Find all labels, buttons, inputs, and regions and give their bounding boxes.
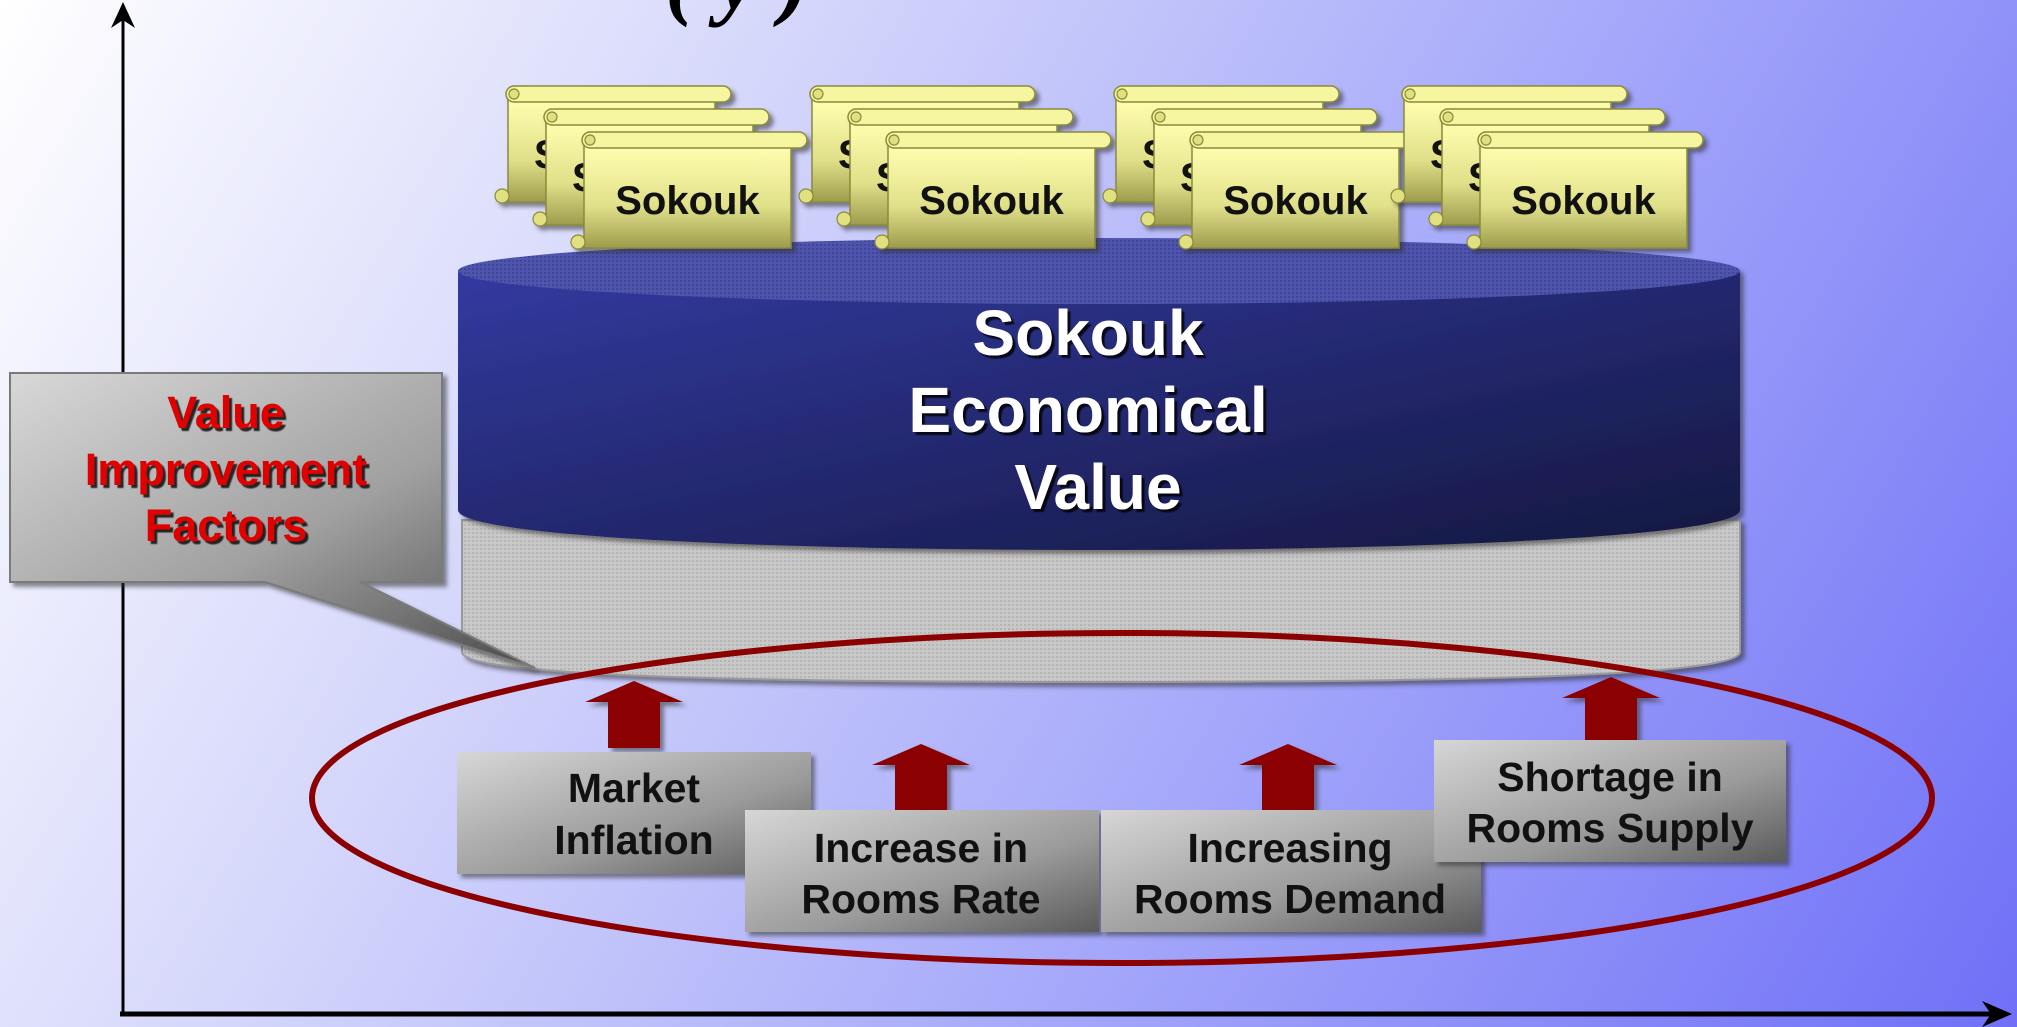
scroll-stack-3: SSSokouk [1102,85,1416,250]
factor-box-rooms-rate: Increase in Rooms Rate [745,810,1099,932]
factor-4-line2: Rooms Supply [1466,805,1753,851]
factor-box-rooms-supply: Shortage in Rooms Supply [1434,740,1786,862]
factor-1-line2: Inflation [554,817,713,863]
factor-4-line1: Shortage in [1497,754,1723,800]
scroll-label: Sokouk [919,179,1064,223]
scroll-front [874,131,1112,250]
cylinder-label: Sokouk Economical Value [908,297,1267,523]
factor-2-line1: Increase in [814,825,1028,871]
callout [9,372,536,669]
factors-ellipse [309,630,1935,966]
scroll-label: Sokouk [1511,179,1656,223]
cylinder-title-line1: Sokouk [972,297,1204,369]
factor-box-rooms-demand: Increasing Rooms Demand [1101,810,1481,932]
arrow-up-1 [585,681,683,748]
scroll-stacks: SSSokoukSSSokoukSSSokoukSSSokouk [494,85,1704,250]
callout-line2: Improvement [85,444,368,495]
scroll-label: Sokouk [615,179,760,223]
scroll-front [1466,131,1704,250]
factor-3-line1: Increasing [1187,825,1392,871]
scroll-stack-4: SSSokouk [1390,85,1704,250]
cylinder-base [461,519,1741,684]
callout-line3: Factors [145,500,308,551]
scroll-label: Sokouk [1223,179,1368,223]
arrow-up-4 [1562,677,1660,741]
factor-2-line2: Rooms Rate [801,876,1040,922]
scroll-front [570,131,808,250]
scroll-stack-2: SSSokouk [798,85,1112,250]
cylinder [458,238,1740,550]
cylinder-title-line2: Economical [908,374,1267,446]
scroll-stack-1: SSSokouk [494,85,808,250]
callout-line1: Value [167,387,285,438]
x-axis-arrowhead [1982,1001,2012,1027]
cylinder-top [458,238,1740,304]
callout-label: Value Improvement Factors [85,387,368,551]
cylinder-title-line3: Value [1014,451,1181,523]
title-fragment: ( y ) [665,0,810,28]
factor-arrows [585,677,1660,811]
arrow-up-2 [872,744,970,811]
y-axis-arrowhead [111,2,135,28]
scroll-front [1178,131,1416,250]
factor-3-line2: Rooms Demand [1134,876,1446,922]
arrow-up-3 [1239,744,1337,811]
factor-1-line1: Market [568,765,701,811]
